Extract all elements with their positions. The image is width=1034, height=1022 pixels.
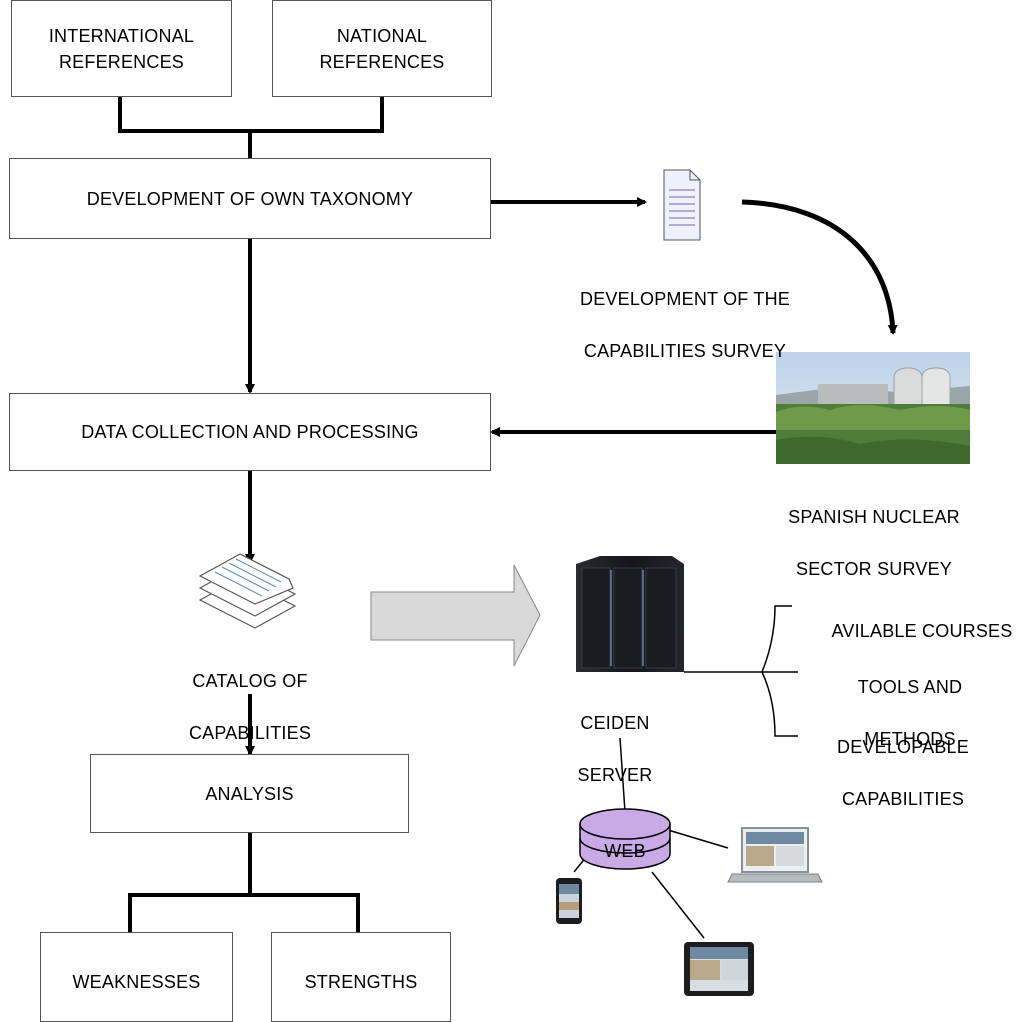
strengths-box: STRENGTHS — [271, 932, 451, 1022]
split-connector — [128, 833, 360, 932]
branch-courses-text: AVILABLE COURSES — [831, 621, 1013, 641]
smartphone-icon — [556, 878, 582, 924]
web-laptop-connector — [667, 829, 729, 849]
capabilities-survey-label: DEVELOPMENT OF THE CAPABILITIES SURVEY — [550, 260, 820, 390]
nuclear-survey-line1: SPANISH NUCLEAR — [788, 507, 960, 527]
nuclear-survey-line2: SECTOR SURVEY — [796, 559, 952, 579]
own-taxonomy-label: DEVELOPMENT OF OWN TAXONOMY — [86, 188, 414, 209]
arrow-survey-to-plant — [741, 199, 898, 335]
data-collection-label: DATA COLLECTION AND PROCESSING — [81, 422, 419, 442]
international-references-line1: INTERNATIONAL — [48, 25, 195, 46]
catalog-label: CATALOG OF CAPABILITIES — [160, 642, 340, 772]
branch-tools-line1: TOOLS AND — [857, 677, 963, 697]
server-branch-connector — [684, 605, 798, 737]
national-references-line2: REFERENCES — [319, 51, 445, 72]
server-rack-icon — [576, 556, 684, 672]
analysis-label: ANALYSIS — [205, 783, 294, 804]
national-references-line1: NATIONAL — [336, 25, 428, 46]
database-icon — [579, 808, 671, 870]
server-label: CEIDEN SERVER — [560, 684, 670, 814]
branch-courses-label: AVILABLE COURSES — [812, 592, 1032, 670]
laptop-icon — [727, 827, 823, 883]
branch-tools-line2: METHODS — [864, 729, 956, 749]
data-collection-box: DATA COLLECTION AND PROCESSING — [9, 393, 491, 471]
nuclear-survey-label: SPANISH NUCLEAR SECTOR SURVEY — [758, 478, 990, 608]
capabilities-survey-line2: CAPABILITIES SURVEY — [583, 341, 787, 361]
web-tablet-connector — [651, 871, 705, 939]
server-line2: SERVER — [577, 765, 653, 785]
nuclear-plant-photo — [776, 352, 970, 464]
tablet-icon — [684, 942, 754, 996]
web-text: WEB — [604, 841, 646, 861]
catalog-line2: CAPABILITIES — [188, 723, 312, 743]
international-references-line2: REFERENCES — [58, 51, 184, 72]
branch-capabilities-label: DEVELOPABLE CAPABILITIES — [808, 708, 998, 838]
document-icon — [663, 169, 701, 241]
server-web-connector — [619, 737, 626, 813]
document-stack-icon — [198, 553, 297, 629]
weaknesses-label: WEAKNESSES — [72, 972, 201, 992]
block-arrow-catalog-to-server — [370, 564, 541, 667]
web-label: WEB — [595, 812, 655, 890]
catalog-line1: CATALOG OF — [192, 671, 308, 691]
national-references-box: NATIONAL REFERENCES — [272, 0, 492, 97]
branch-tools-label: TOOLS AND METHODS — [820, 648, 1000, 778]
capabilities-survey-line1: DEVELOPMENT OF THE — [580, 289, 790, 309]
international-references-box: INTERNATIONAL REFERENCES — [11, 0, 232, 97]
weaknesses-box: WEAKNESSES — [40, 932, 233, 1022]
server-line1: CEIDEN — [580, 713, 650, 733]
own-taxonomy-box: DEVELOPMENT OF OWN TAXONOMY — [9, 158, 491, 239]
analysis-box: ANALYSIS — [90, 754, 409, 833]
strengths-label: STRENGTHS — [304, 972, 418, 992]
merge-connector — [118, 97, 384, 158]
branch-capabilities-line2: CAPABILITIES — [841, 789, 965, 809]
branch-capabilities-line1: DEVELOPABLE — [837, 737, 969, 757]
